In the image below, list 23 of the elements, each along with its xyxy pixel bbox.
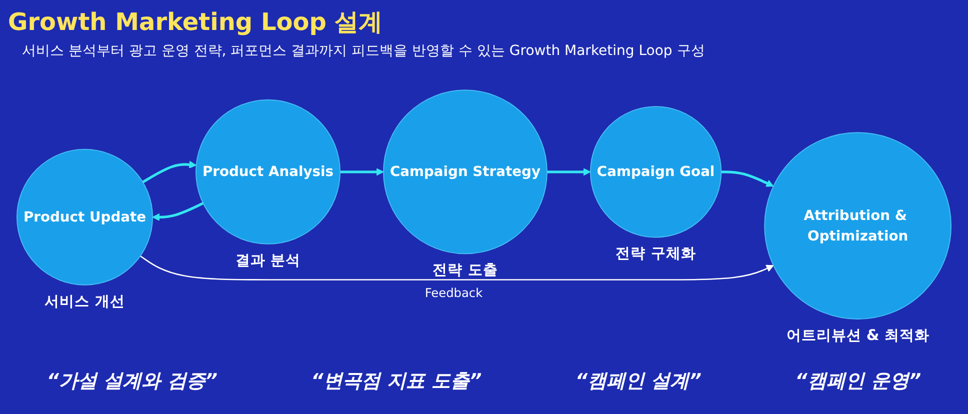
slogan-text: “캠페인 운영” <box>795 369 922 394</box>
arrow <box>142 160 197 184</box>
node-circle: Attribution & Optimization <box>764 132 952 320</box>
slogan-text: “가설 설계와 검증” <box>46 369 218 394</box>
arrow <box>152 202 204 221</box>
node-caption: 전략 구체화 <box>616 245 696 262</box>
title: Growth Marketing Loop 설계 <box>8 7 383 38</box>
node-caption: 전략 도출 <box>432 262 498 279</box>
node-circle: Product Update <box>16 148 153 286</box>
arrow <box>547 168 591 176</box>
node-caption: 서비스 개선 <box>44 292 125 310</box>
node-circle: Campaign Strategy <box>383 90 548 254</box>
subtitle: 서비스 분석부터 광고 운영 전략, 퍼포먼스 결과까지 피드백을 반영할 수 있는 Growth Marketing Loop 구성 <box>22 42 705 60</box>
node-circle: Campaign Goal <box>590 106 722 238</box>
arrow <box>340 168 384 176</box>
arrow <box>721 170 774 187</box>
slogan-text: “캠페인 설계” <box>575 369 702 394</box>
slogan-text: “변곡점 지표 도출” <box>311 369 482 394</box>
node-caption: 어트리뷰션 & 최적화 <box>786 326 930 344</box>
arrow <box>140 255 774 280</box>
node-caption: 결과 분석 <box>235 252 301 269</box>
edge-label: Feedback <box>424 286 483 300</box>
node-circle: Product Analysis <box>196 99 340 244</box>
